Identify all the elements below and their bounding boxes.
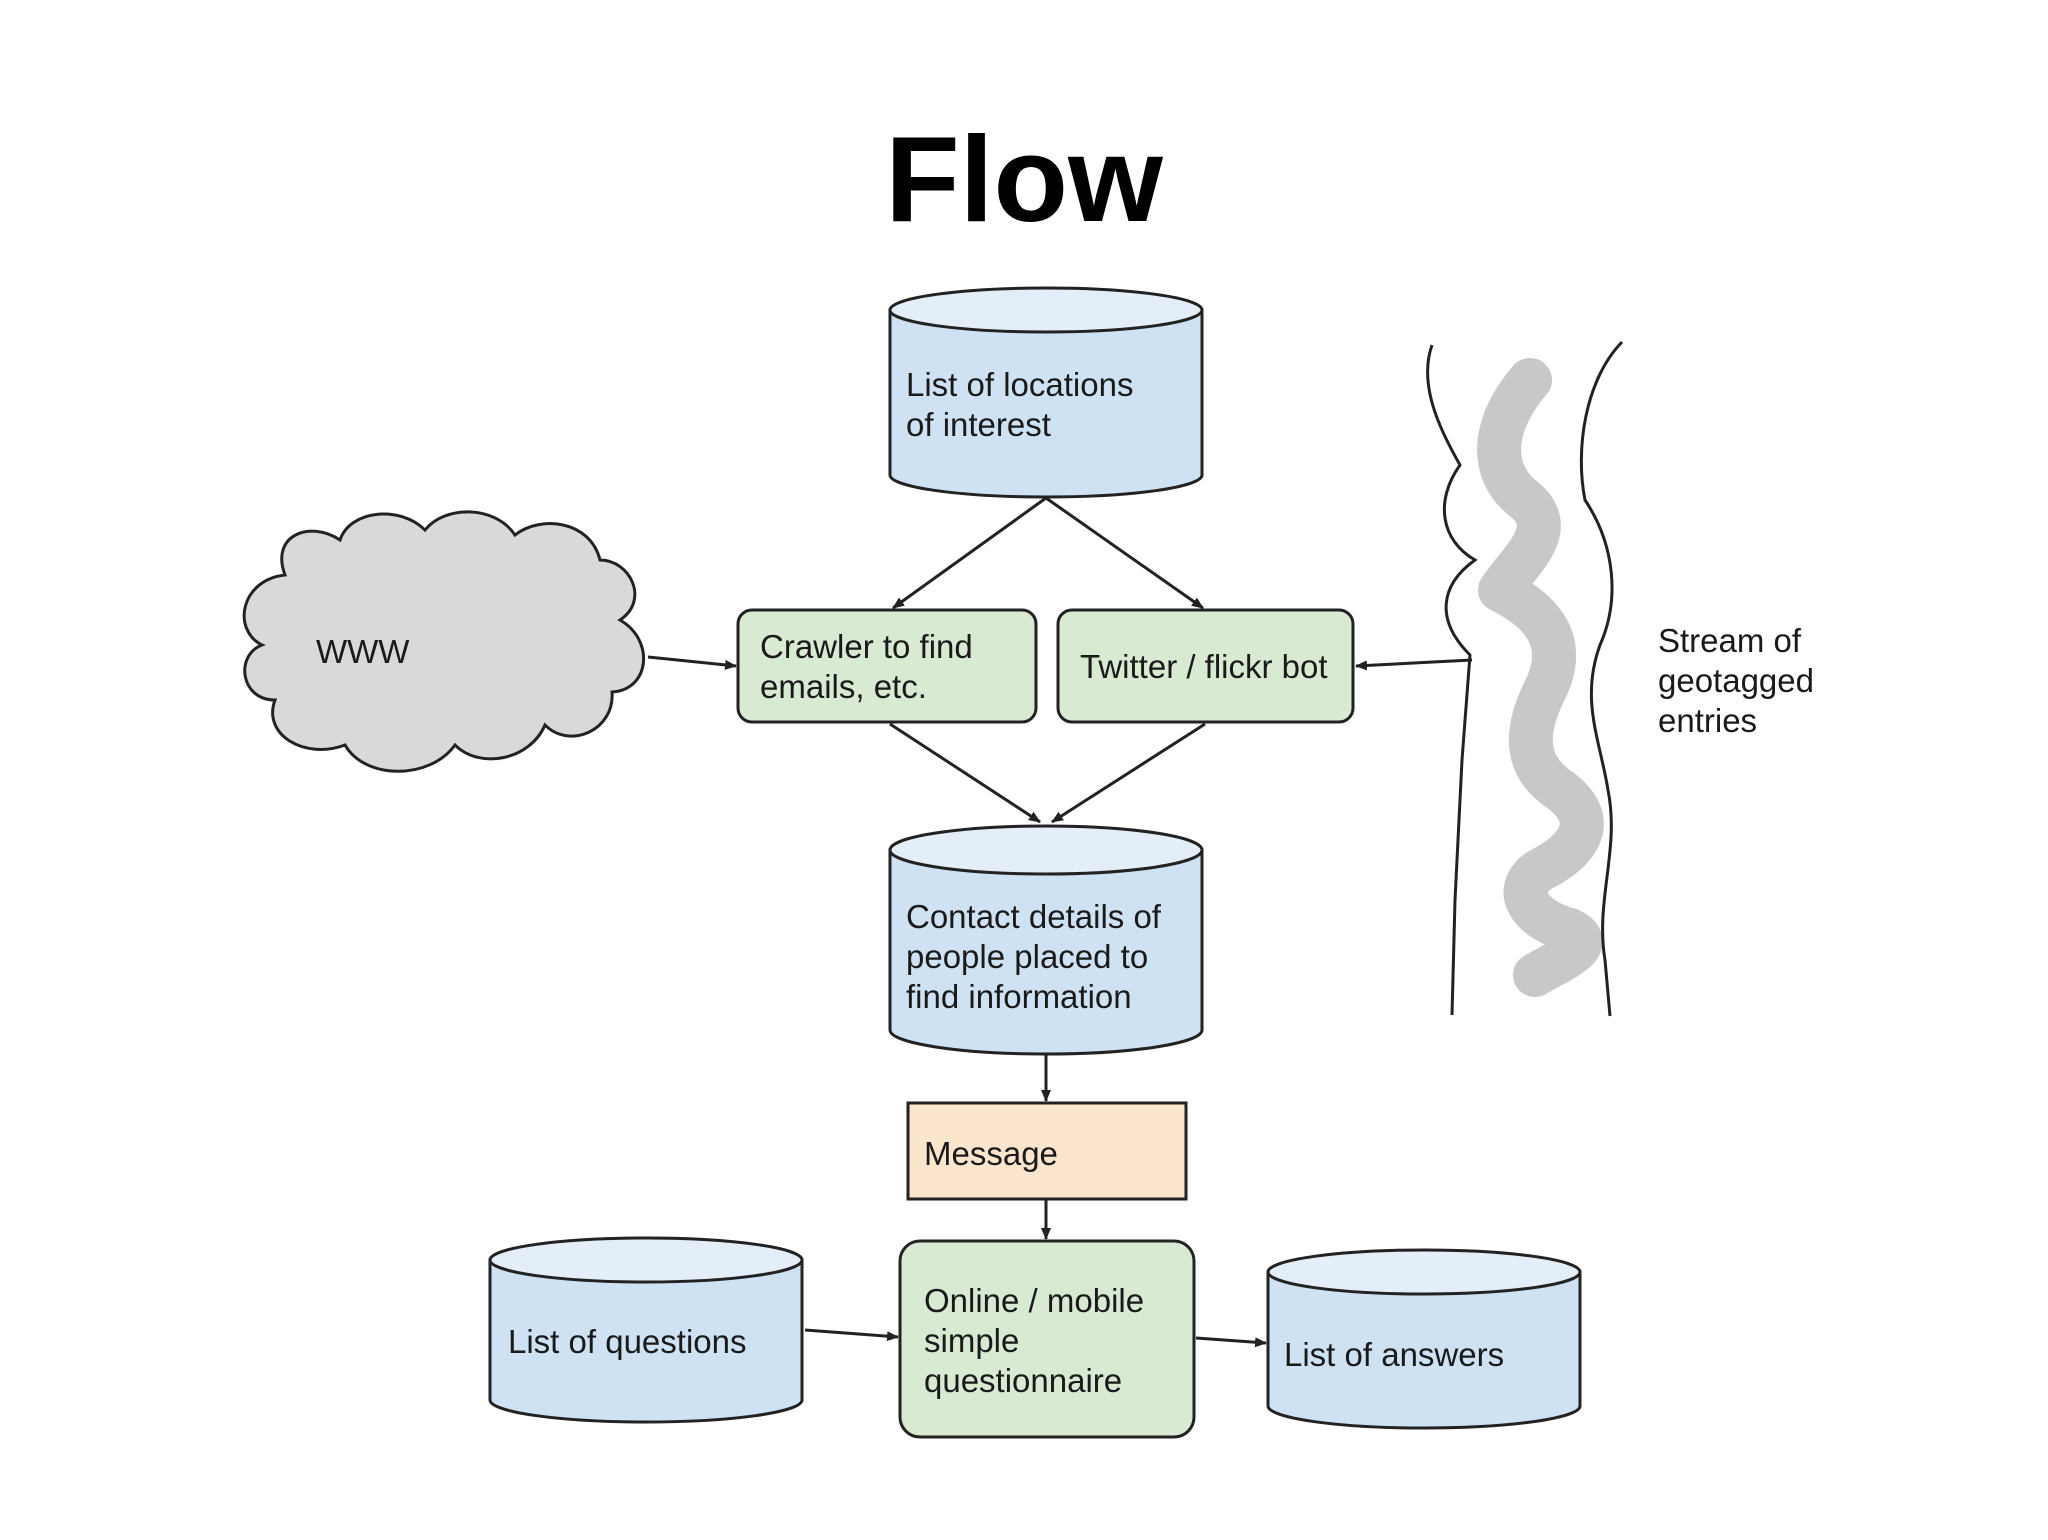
twitter-bot-process: [1056, 608, 1355, 724]
stream-shape: [1426, 340, 1624, 1017]
message-label: Message: [924, 1135, 1058, 1172]
arrow-locations-to-twitter: [1045, 496, 1204, 610]
questions-label: List of questions: [508, 1323, 746, 1360]
stream-label: Stream of geotagged entries: [1658, 622, 1823, 739]
crawler-label: Crawler to find emails, etc.: [760, 628, 982, 705]
arrow-twitter-to-contacts: [1051, 722, 1206, 824]
stream-left-bank: [1426, 344, 1478, 1016]
arrow-questions-to-questionnaire: [804, 1328, 899, 1342]
questionnaire-label: Online / mobile simple questionnaire: [924, 1282, 1153, 1399]
questions-database: [488, 1236, 804, 1424]
questionnaire-process: [898, 1239, 1196, 1439]
arrow-www-to-crawler: [647, 655, 737, 670]
locations-label: List of locations of interest: [906, 366, 1143, 443]
arrow-locations-to-crawler: [892, 496, 1047, 610]
stream-right-bank: [1579, 340, 1624, 1017]
page-title: Flow: [885, 111, 1163, 247]
locations-database: [888, 286, 1204, 499]
twitter-bot-label: Twitter / flickr bot: [1080, 648, 1328, 685]
www-cloud: [242, 510, 645, 773]
arrow-crawler-to-contacts: [889, 722, 1041, 824]
contacts-label: Contact details of people placed to find…: [906, 898, 1170, 1015]
answers-label: List of answers: [1284, 1336, 1504, 1373]
answers-database: [1266, 1248, 1582, 1430]
message-box: [906, 1101, 1188, 1201]
arrow-stream-to-twitter: [1355, 658, 1473, 671]
contacts-database: [888, 824, 1204, 1056]
www-label: WWW: [316, 633, 410, 670]
arrow-questionnaire-to-answers: [1195, 1336, 1267, 1348]
crawler-process: [736, 608, 1038, 724]
stream-squiggle: [1477, 358, 1604, 997]
